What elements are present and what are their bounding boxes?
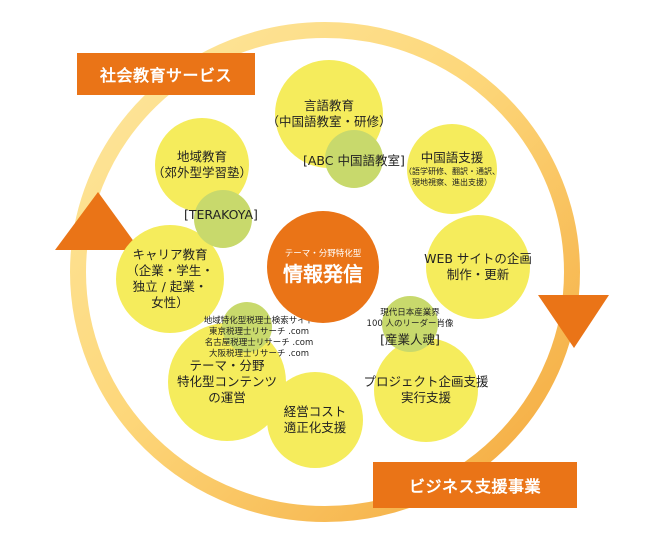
bubble-text: （企業・学生・: [126, 263, 214, 278]
tax-site-line: 大阪税理士リサーチ .com: [208, 349, 310, 359]
overlap-industry: [382, 296, 438, 352]
bubble-text: 中国語支援: [420, 150, 484, 165]
arrowhead-right-icon: [538, 295, 609, 348]
bubble-text: 言語教育: [303, 98, 354, 113]
label-abc-classroom: [ABC 中国語教室]: [303, 153, 405, 168]
arrowhead-left-icon: [55, 192, 140, 250]
banner-business-bg: [373, 462, 577, 508]
banner-social-education: 社会教育サービス: [99, 66, 232, 85]
bubble-chinese-support: 中国語支援 （語学研修、翻訳・通訳、 現地視察、進出支援）: [404, 124, 500, 214]
bubble-text: 特化型コンテンツ: [176, 374, 277, 389]
bubble-text: 女性）: [151, 295, 189, 310]
center-subtitle: テーマ・分野特化型: [284, 249, 362, 259]
bubble-text: 適正化支援: [283, 420, 347, 435]
bubble-regional-education: 地域教育 （郊外型学習塾）: [152, 118, 253, 212]
bubble-text: テーマ・分野: [189, 358, 265, 373]
bubble-text: 実行支援: [400, 390, 451, 405]
bubble-web-production: WEB サイトの企画 制作・更新: [424, 215, 532, 319]
center-information-dissemination: テーマ・分野特化型 情報発信: [267, 211, 379, 323]
bubble-text: 制作・更新: [446, 267, 510, 282]
bubble-text-small: （語学研修、翻訳・通訳、: [404, 167, 500, 176]
bubble-text: （中国語教室・研修）: [266, 114, 392, 129]
overlap-tax-sites: [222, 302, 272, 352]
banner-social-bg: [77, 53, 255, 95]
bubble-text: プロジェクト企画支援: [363, 374, 489, 389]
overlap-abc: [325, 130, 383, 188]
label-industry-line: 現代日本産業界: [380, 308, 440, 318]
bubble-text: WEB サイトの企画: [424, 251, 532, 266]
tax-site-line: 東京税理士リサーチ .com: [208, 327, 310, 337]
tax-site-line: 地域特化型税理士検索サイト: [203, 316, 315, 326]
label-industry-line: 100 人のリーダー肖像: [366, 319, 454, 329]
tax-site-line: 名古屋税理士リサーチ .com: [204, 338, 314, 348]
banner-business-support: ビジネス支援事業: [408, 477, 541, 496]
bubble-text: （郊外型学習塾）: [152, 165, 253, 180]
label-industry-title: [産業人魂]: [380, 332, 440, 347]
bubble-text: 経営コスト: [283, 404, 347, 419]
bubble-project-support: プロジェクト企画支援 実行支援: [364, 338, 489, 442]
bubble-text: キャリア教育: [132, 247, 208, 262]
label-industry: 現代日本産業界 100 人のリーダー肖像 [産業人魂]: [360, 308, 460, 348]
overlap-terakoya: [194, 190, 252, 248]
label-tax-sites: 地域特化型税理士検索サイト 東京税理士リサーチ .com 名古屋税理士リサーチ …: [193, 316, 325, 360]
bubble-text: の運営: [208, 390, 246, 405]
bubble-text: 独立 / 起業・: [132, 279, 208, 294]
bubble-text: 地域教育: [176, 149, 227, 164]
bubble-cost-optimization: 経営コスト 適正化支援: [267, 372, 363, 468]
bubble-text-small: 現地視察、進出支援）: [412, 178, 492, 187]
ring-band: [70, 22, 580, 522]
center-title: 情報発信: [283, 262, 363, 286]
label-terakoya: [TERAKOYA]: [184, 207, 258, 222]
